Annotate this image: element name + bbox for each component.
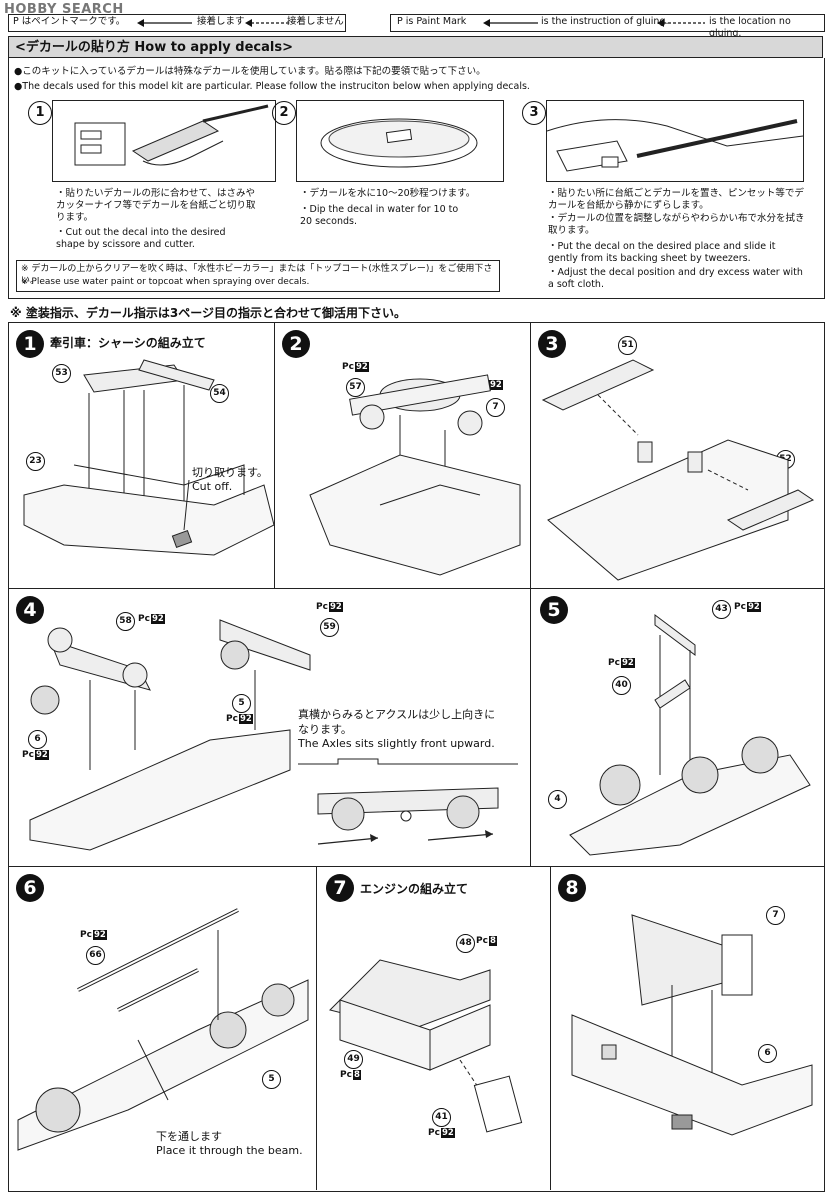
paint-note: ※ 塗装指示、デカール指示は3ページ目の指示と合わせて御活用下さい。 [10,306,406,320]
grid-line-v4 [316,866,317,1190]
step-1-cut-jp: 切り取ります。 [192,466,268,479]
decal-step-3-en1: ・Put the decal on the desired place and … [548,241,776,264]
step-4-note-jp2: なります。 [298,723,352,736]
grid-line-h1 [8,588,825,589]
part-7: 7 [486,398,505,417]
grid-line-v1 [274,322,275,588]
step-6-drawing [17,908,309,1151]
step-5-number: 5 [540,596,568,624]
legend-right-not-glued: is the location no gluing. [709,16,791,39]
part-5b: 5 [262,1070,281,1089]
legend-right: P is Paint Mark is the instruction of gl… [390,14,825,39]
part-54: 54 [210,384,229,403]
decal-step-2-illustration [296,100,504,182]
step-1-drawing [23,359,275,556]
step-8-number: 8 [558,874,586,902]
step-5-drawing [569,614,811,856]
grid-line-v5 [550,866,551,1190]
step-3-drawing [541,359,815,581]
legend-left-not-glued: 接着しません [287,16,344,27]
part-66: 66 [86,946,105,965]
decal-note-jp: ※ デカールの上からクリアーを吹く時は、「水性ホビーカラー」または「トップコート… [21,264,493,286]
decal-step-2-en: ・Dip the decal in water for 10 to 20 sec… [300,204,459,227]
part-41: 41 [432,1108,451,1127]
part-58: 58 [116,612,135,631]
part-4: 4 [548,790,567,809]
step-7-number: 7 [326,874,354,902]
watermark-logo: HOBBY SEARCH [4,2,124,17]
decal-step-1-jp: ・貼りたいデカールの形に合わせて、はさみやカッターナイフ等でデカールを台紙ごと切… [56,188,256,223]
decal-step-3-illustration [546,100,804,182]
decal-step-3-number: 3 [522,101,546,125]
decal-step-2-jp: ・デカールを水に10〜20秒程つけます。 [300,188,476,199]
step-2-number: 2 [282,330,310,358]
step-6-note-en: Place it through the beam. [156,1144,303,1157]
decal-step-3-jp1: ・貼りたい所に台紙ごとデカールを置き、ピンセット等でデカールを台紙から静かにずら… [548,188,804,211]
step-3-number: 3 [538,330,566,358]
step-4-number: 4 [16,596,44,624]
step-4-side-view [298,758,518,845]
step-8-drawing [571,914,813,1136]
decal-header: <デカールの貼り方 How to apply decals> [8,36,823,58]
decal-step-3-en2: ・Adjust the decal position and dry exces… [548,267,803,290]
decal-note-box: ※ デカールの上からクリアーを吹く時は、「水性ホビーカラー」または「トップコート… [16,260,500,292]
legend-left-glued: 接着します [197,16,245,27]
part-48: 48 [456,934,475,953]
step-4-note-en: The Axles sits slightly front upward. [298,737,495,750]
part-59: 59 [320,618,339,637]
decal-note-en: ※ Please use water paint or topcoat when… [21,277,310,287]
step-7-title: エンジンの組み立て [360,882,469,896]
part-40: 40 [612,676,631,695]
part-7b: 7 [766,906,785,925]
step-1-cut-en: Cut off. [192,480,233,493]
part-6b: 6 [758,1044,777,1063]
legend-left: P はペイントマークです。 接着します 接着しません [8,14,346,32]
step-6-note-jp: 下を通します [156,1130,222,1143]
part-6: 6 [28,730,47,749]
decal-intro-en: ●The decals used for this model kit are … [14,81,530,92]
step-4-drawing [29,619,311,851]
grid-line-v2 [530,322,531,588]
decal-intro-jp: ●このキットに入っているデカールは特殊なデカールを使用しています。貼る際は下記の… [14,66,486,77]
step-1-number: 1 [16,330,44,358]
grid-line-v3 [530,588,531,866]
part-23: 23 [26,452,45,471]
decal-step-1-en: ・Cut out the decal into the desired shap… [56,227,226,250]
step-2-drawing [309,374,521,576]
part-57: 57 [346,378,365,397]
step-4-note-jp1: 真横からみるとアクスルは少し上向きに [298,708,496,721]
step-7-drawing [329,959,523,1133]
legend-right-mark: P is Paint Mark [397,16,467,27]
legend-right-glued: is the instruction of gluing. [541,16,669,27]
step-6-number: 6 [16,874,44,902]
decal-step-1-illustration [52,100,276,182]
part-5: 5 [232,694,251,713]
step-1-title: 牽引車：シャーシの組み立て [50,336,206,350]
part-53: 53 [52,364,71,383]
grid-line-h2 [8,866,825,867]
part-49: 49 [344,1050,363,1069]
part-51: 51 [618,336,637,355]
decal-step-3-jp2: ・デカールの位置を調整しながらやわらかい布で水分を拭き取ります。 [548,213,805,236]
decal-step-1-number: 1 [28,101,52,125]
legend-left-mark: P はペイントマークです。 [13,16,126,27]
part-43: 43 [712,600,731,619]
decal-step-2-number: 2 [272,101,296,125]
